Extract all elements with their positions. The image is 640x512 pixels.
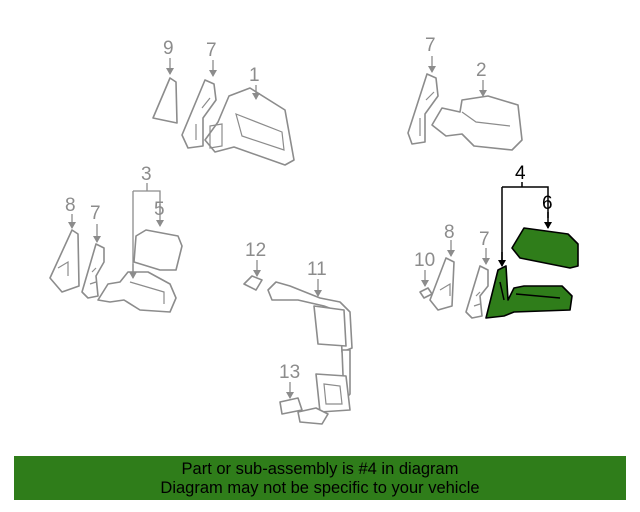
part-7-gasket[interactable] (181, 79, 217, 149)
part-7-gasket[interactable] (407, 73, 439, 145)
callout-11: 11 (307, 259, 327, 280)
callout-12: 12 (245, 240, 266, 261)
banner-line-part: Part or sub-assembly is #4 in diagram (181, 460, 459, 478)
part-12-bracket[interactable] (243, 275, 263, 291)
part-6-glass[interactable] (511, 227, 579, 269)
callout-7: 7 (206, 40, 217, 61)
part-4-mirror-assy[interactable] (485, 265, 573, 319)
group-right: 4 6 8 7 10 (414, 163, 579, 319)
part-5-glass[interactable] (133, 229, 183, 271)
callout-10: 10 (414, 250, 435, 271)
group-top-left: 9 7 1 (152, 38, 295, 166)
callout-2: 2 (476, 60, 487, 81)
part-9-cover[interactable] (152, 77, 178, 124)
callout-7: 7 (425, 35, 436, 56)
callout-13: 13 (279, 362, 300, 383)
part-3-mirror-assy[interactable] (97, 271, 177, 313)
group-mid-left: 3 5 8 7 (49, 164, 183, 313)
part-7-gasket[interactable] (465, 265, 489, 319)
group-top-right: 7 2 (407, 35, 523, 151)
callout-7: 7 (90, 203, 101, 224)
callout-4: 4 (515, 163, 526, 184)
callout-5: 5 (154, 199, 165, 220)
group-center: 12 11 13 (243, 240, 353, 425)
callout-1: 1 (249, 65, 260, 86)
part-10-bolt[interactable] (419, 287, 433, 299)
part-2-mirror-assy[interactable] (431, 95, 523, 151)
banner-line-disclaimer: Diagram may not be specific to your vehi… (160, 479, 480, 497)
callout-9: 9 (163, 38, 174, 59)
parts-diagram: 9 7 1 7 2 3 5 8 7 (49, 35, 579, 425)
part-1-mirror-assy[interactable] (204, 87, 295, 166)
part-8-bracket[interactable] (49, 229, 80, 293)
callout-7: 7 (479, 229, 490, 250)
callout-8: 8 (65, 195, 76, 216)
part-8-bracket[interactable] (429, 257, 455, 311)
callout-3: 3 (141, 164, 152, 185)
callout-6: 6 (542, 193, 553, 214)
part-13-bracket[interactable] (279, 397, 303, 415)
info-banner: Part or sub-assembly is #4 in diagram Di… (14, 456, 626, 500)
callout-8: 8 (444, 222, 455, 243)
